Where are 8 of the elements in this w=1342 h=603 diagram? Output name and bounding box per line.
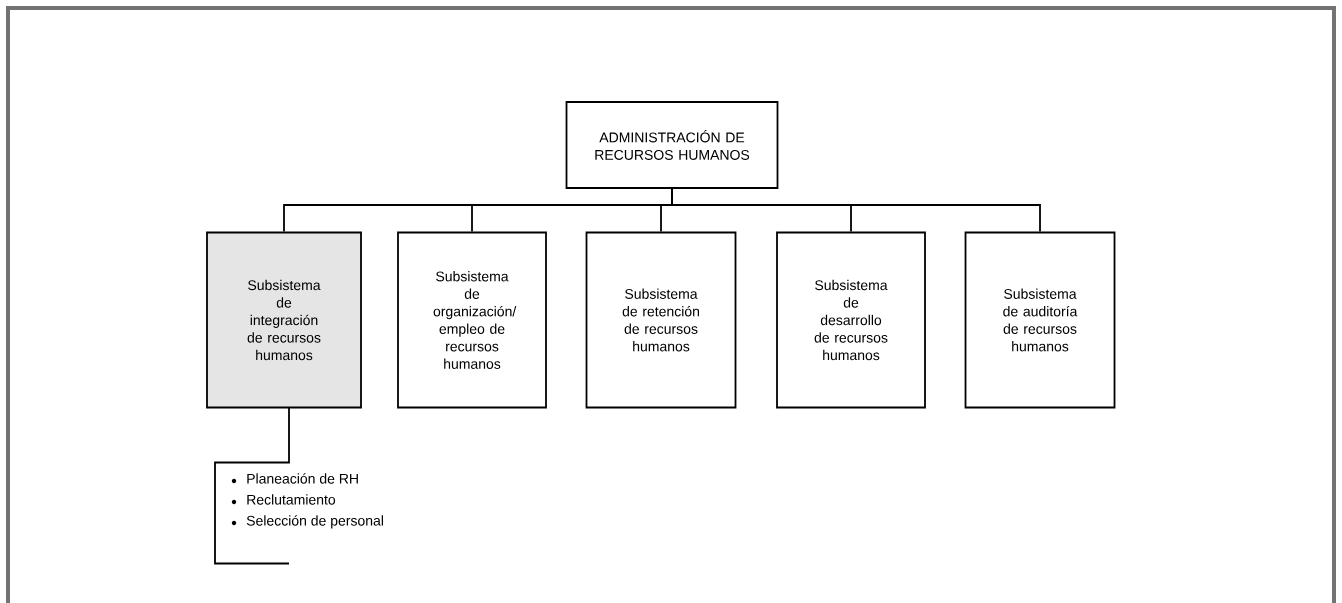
subsystem-box: Subsistema de integración de recursos humanos — [206, 231, 362, 409]
subsystem-box: Subsistema de desarrollo de recursos humanos — [776, 231, 926, 409]
subsystem-box: Subsistema de auditoría de recursos humanos — [964, 231, 1116, 409]
bullet-list: Planeación de RH Reclutamiento Selección de personal — [246, 473, 383, 529]
title-box: ADMINISTRACIÓN DE RECURSOS HUMANOS — [565, 101, 779, 189]
subsystem-box: Subsistema de retención de recursos humanos — [585, 231, 737, 409]
subsystem-box: Subsistema de organización/ empleo de recursos humanos — [397, 231, 547, 409]
connector-line — [214, 406, 290, 565]
